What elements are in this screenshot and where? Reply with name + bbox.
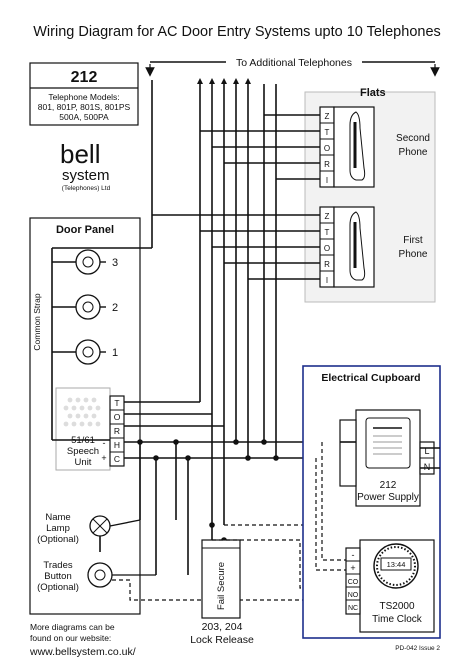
svg-text:-: - — [103, 438, 106, 448]
name-lamp: Name Lamp (Optional) — [37, 512, 141, 545]
svg-text:Z: Z — [325, 112, 330, 121]
svg-text:3: 3 — [112, 257, 118, 269]
footer-url[interactable]: www.bellsystem.co.uk/ — [29, 646, 136, 658]
svg-text:(Telephones) Ltd: (Telephones) Ltd — [62, 185, 111, 192]
svg-text:203, 204: 203, 204 — [202, 621, 243, 633]
svg-text:Name: Name — [45, 512, 70, 523]
svg-text:I: I — [326, 276, 328, 285]
svg-text:+: + — [101, 453, 106, 463]
issue-label: PD-042 Issue 2 — [395, 645, 440, 652]
svg-text:212: 212 — [380, 480, 397, 491]
junction-dots — [137, 439, 279, 543]
svg-text:R: R — [324, 160, 330, 169]
svg-text:CO: CO — [348, 579, 359, 586]
diagram-title: Wiring Diagram for AC Door Entry Systems… — [33, 24, 441, 40]
model-list-1: 801, 801P, 801S, 801PS — [38, 102, 131, 112]
svg-text:Time Clock: Time Clock — [372, 614, 423, 625]
lock-release: Fail Secure 203, 204 Lock Release — [190, 414, 254, 646]
svg-text:Trades: Trades — [43, 560, 72, 571]
footer-line-2: found on our website: — [30, 633, 111, 643]
svg-text:TS2000: TS2000 — [379, 601, 414, 612]
svg-text:Power Supply: Power Supply — [357, 492, 419, 503]
first-phone-label-2: Phone — [399, 249, 428, 260]
psu-clock-dashed-1 — [321, 442, 346, 561]
svg-text:1: 1 — [112, 347, 118, 359]
svg-text:Lamp: Lamp — [46, 523, 70, 534]
svg-text:Unit: Unit — [75, 457, 92, 468]
speech-unit-terminals: T O R H C - + — [101, 395, 125, 467]
riser-arrows — [197, 78, 251, 84]
svg-text:Button: Button — [44, 571, 71, 582]
model-number: 212 — [71, 69, 98, 86]
svg-text:+: + — [350, 563, 355, 573]
svg-text:13:44: 13:44 — [387, 560, 406, 569]
first-phone-wires — [152, 214, 320, 280]
door-button-1: 1 — [52, 339, 118, 365]
first-phone-block: Z T O R I — [319, 206, 375, 288]
svg-text:bell: bell — [60, 139, 100, 169]
bell-system-logo: bell system (Telephones) Ltd — [60, 139, 111, 192]
svg-text:N: N — [424, 462, 431, 472]
svg-text:T: T — [114, 398, 119, 408]
trades-button: Trades Button (Optional) — [37, 560, 156, 593]
mains-terminals: L N — [419, 441, 435, 475]
svg-text:NO: NO — [348, 592, 359, 599]
door-panel-title: Door Panel — [56, 224, 114, 236]
common-strap-label: Common Strap — [32, 293, 42, 350]
svg-text:NC: NC — [348, 605, 358, 612]
svg-text:2: 2 — [112, 302, 118, 314]
svg-text:O: O — [114, 412, 121, 422]
psu-clock-dashed-2 — [315, 458, 346, 571]
second-phone-block: Z T O R I — [319, 106, 375, 188]
svg-text:I: I — [326, 176, 328, 185]
svg-text:Lock Release: Lock Release — [190, 634, 254, 646]
svg-text:system: system — [62, 167, 110, 184]
lock-dashed-2 — [212, 539, 346, 589]
second-phone-label-2: Phone — [399, 147, 428, 158]
svg-text:(Optional): (Optional) — [37, 534, 79, 545]
svg-text:L: L — [424, 446, 429, 456]
additional-telephones-label: To Additional Telephones — [236, 57, 352, 69]
second-phone-wires — [200, 114, 320, 180]
svg-text:Z: Z — [325, 212, 330, 221]
svg-text:H: H — [114, 440, 120, 450]
first-phone-label-1: First — [403, 235, 423, 246]
svg-text:R: R — [324, 260, 330, 269]
svg-text:C: C — [114, 454, 120, 464]
svg-text:T: T — [325, 128, 330, 137]
svg-text:O: O — [324, 144, 330, 153]
label-bg — [226, 55, 362, 69]
second-phone-label-1: Second — [396, 133, 430, 144]
svg-text:(Optional): (Optional) — [37, 582, 79, 593]
model-label: Telephone Models: — [48, 92, 119, 102]
time-clock: - + CO NO NC 13:44 TS2000 Time Clock — [345, 539, 435, 633]
svg-text:T: T — [325, 228, 330, 237]
svg-text:Fail Secure: Fail Secure — [216, 562, 227, 610]
cupboard-title: Electrical Cupboard — [321, 372, 420, 384]
svg-text:R: R — [114, 426, 120, 436]
model-list-2: 500A, 500PA — [59, 112, 109, 122]
flats-title: Flats — [360, 87, 386, 99]
footer-line-1: More diagrams can be — [30, 622, 115, 632]
svg-text:-: - — [352, 550, 355, 560]
model-box — [29, 62, 139, 126]
door-button-2: 2 — [52, 294, 118, 320]
power-supply: 212 Power Supply — [339, 409, 421, 507]
door-button-3: 3 — [52, 249, 118, 275]
svg-text:Speech: Speech — [67, 446, 99, 457]
svg-text:O: O — [324, 244, 330, 253]
